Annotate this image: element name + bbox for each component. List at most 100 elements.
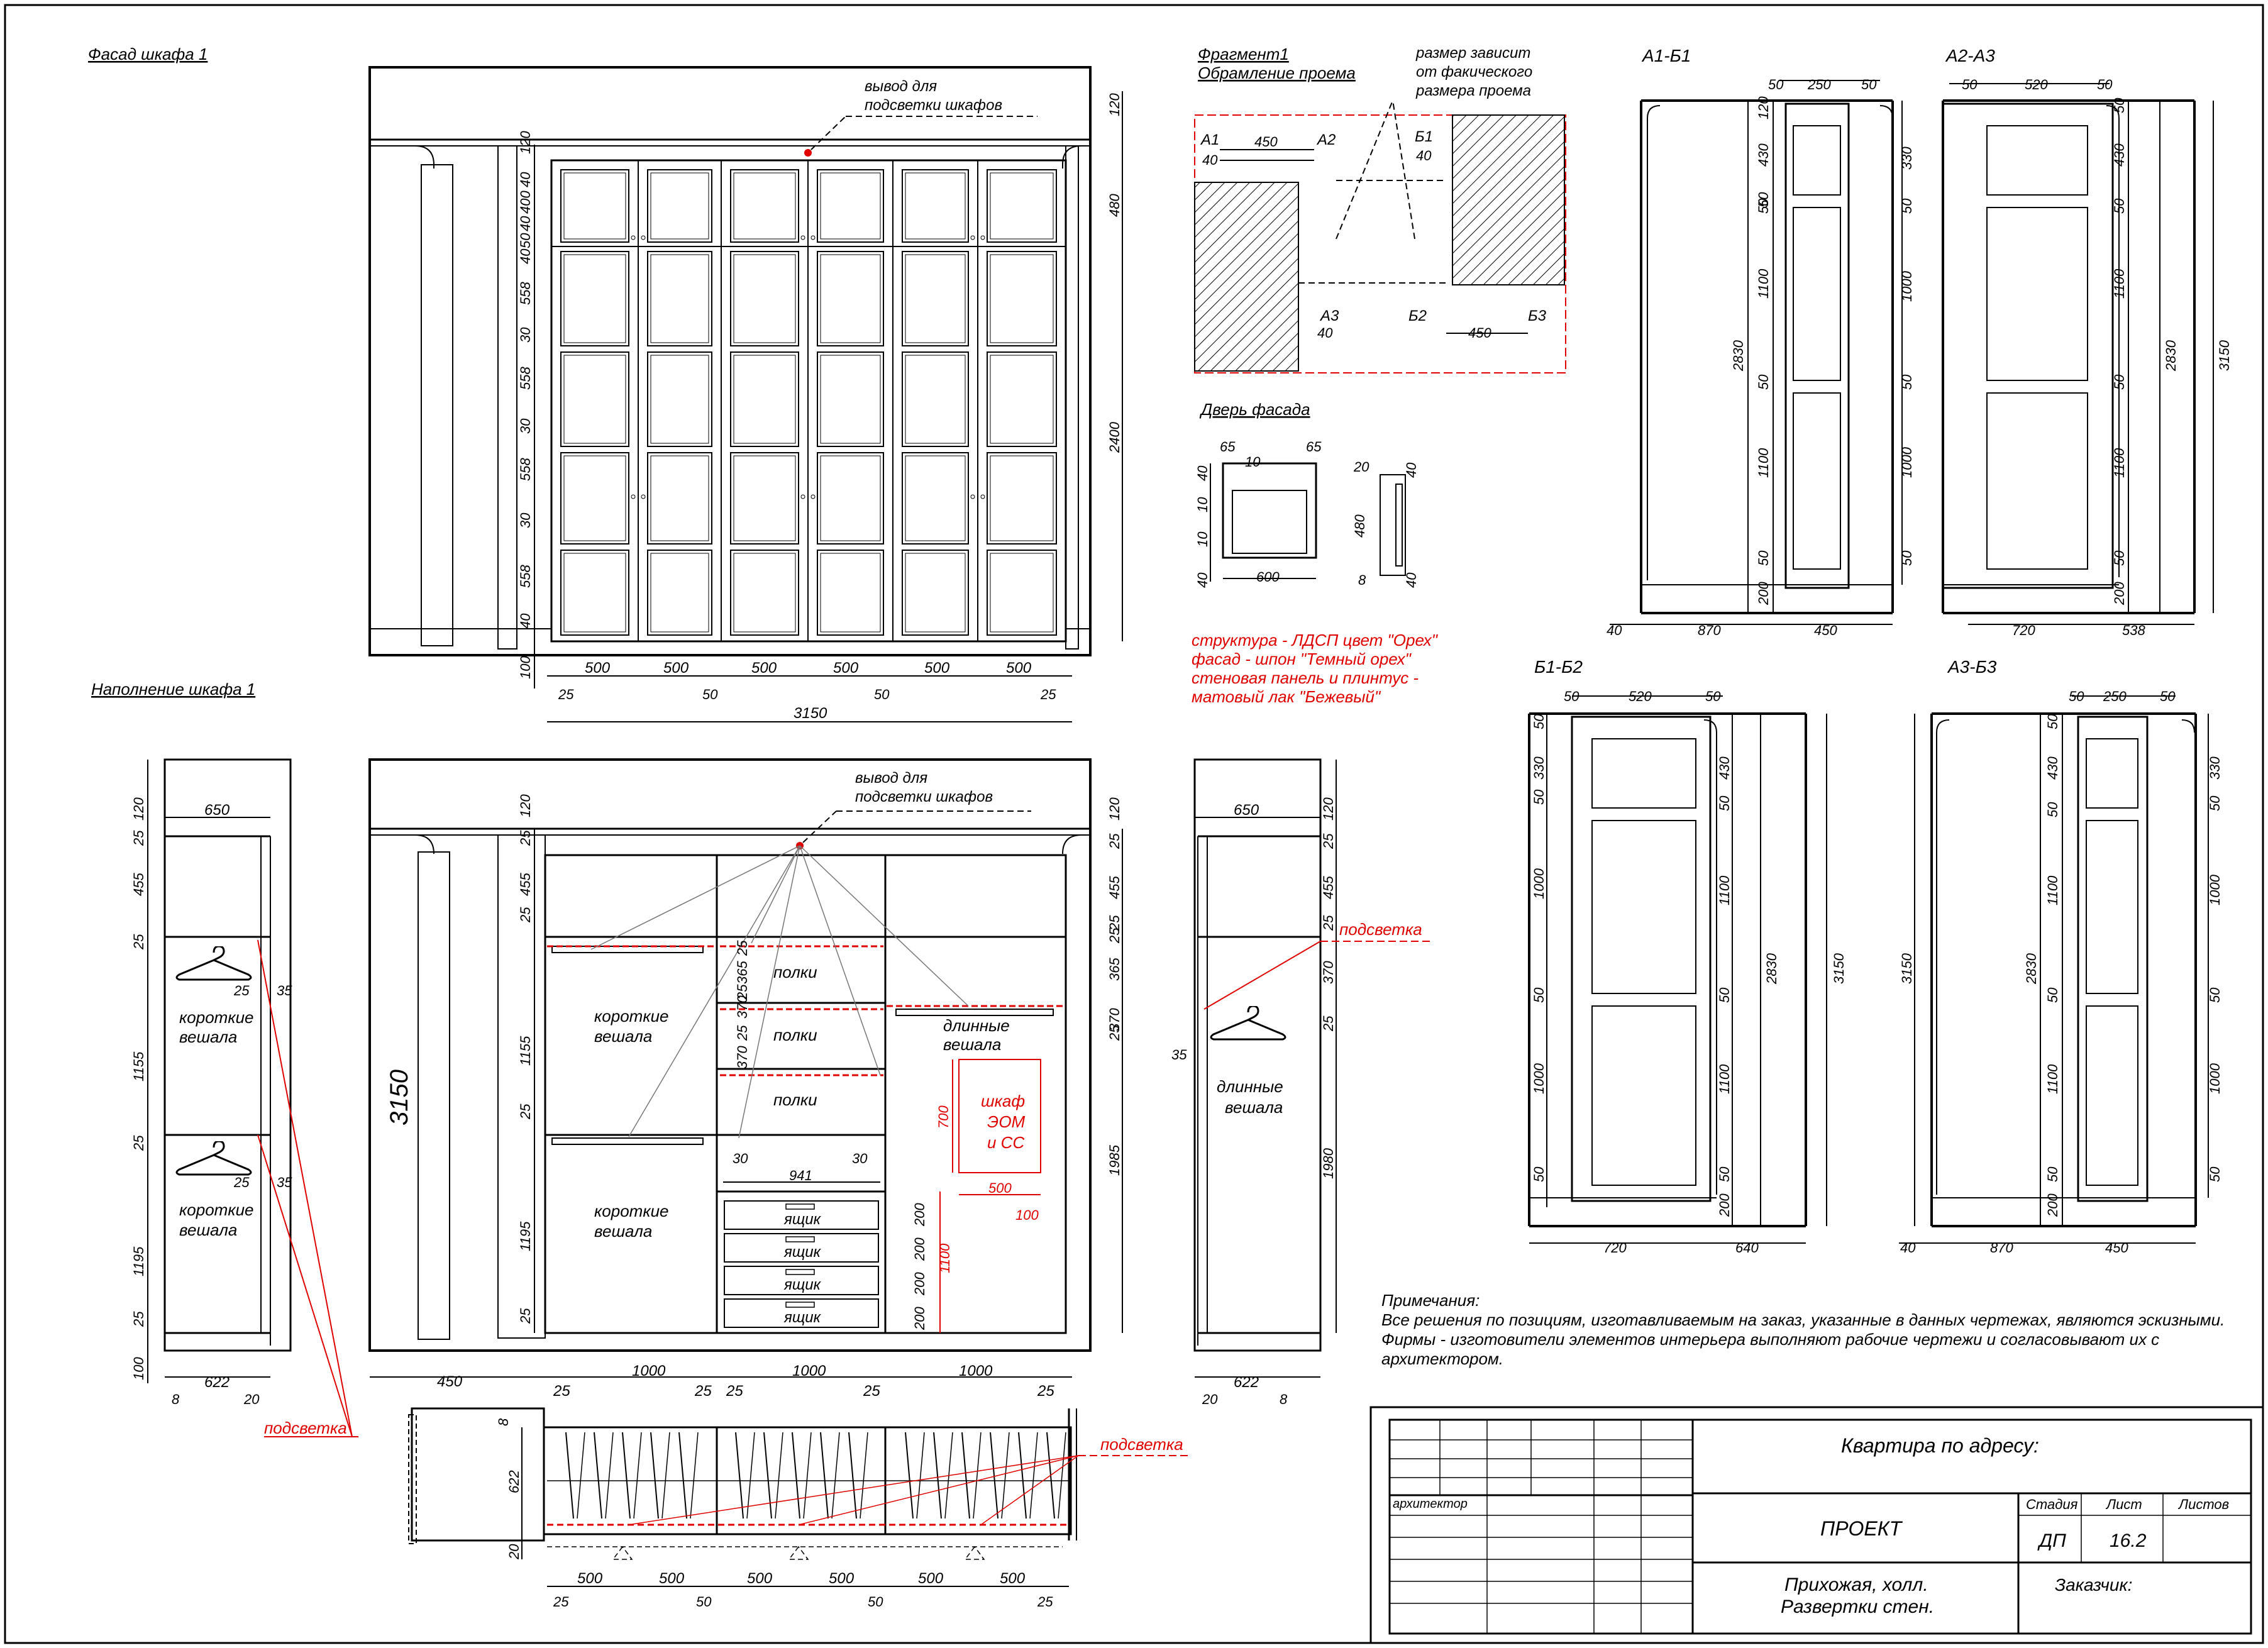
plan-small-20: 20 [506,1544,522,1560]
frag-dim-40a: 40 [1202,152,1218,168]
facade-dim-l-7: 30 [517,327,533,343]
tb-sheet-value: 16.2 [2110,1530,2147,1551]
fragment-drawing: Фрагмент1 Обрамление проема размер завис… [1194,45,1566,373]
filling-dim-r-6: 370 [1107,1008,1122,1031]
facade-drawing: Фасад шкафа 1 вывод для подсветки шкафов… [88,45,1123,722]
a1b1-h-0: 120 [1756,96,1771,119]
tb-sheets-header: Листов [2177,1496,2229,1512]
a1b1-r-4: 1000 [1899,446,1915,478]
facade-small-25a: 25 [558,687,574,702]
filling-dim-l-5: 365 [734,961,750,984]
filling-dim-r-8: 1985 [1107,1144,1122,1176]
a3b3-h-1: 430 [2045,756,2061,780]
b1b2-r-3: 50 [1717,987,1732,1003]
facade-dim-l-0: 120 [517,131,533,154]
right-side-small-8: 8 [1280,1391,1288,1407]
frag-label-a1: А1 [1200,131,1219,148]
frag-dim-40c: 40 [1416,148,1432,163]
b1b2-r-4: 1100 [1717,1064,1732,1094]
view-a3b3-title: А3-Б3 [1947,657,1997,677]
left-side-label-upper-2: вешала [179,1027,237,1046]
a2a3-top-520: 520 [2025,77,2048,92]
tb-architect: архитектор [1393,1497,1468,1511]
b1b2-h-4: 50 [1531,987,1547,1003]
facade-total-width: 3150 [794,705,827,722]
a3b3-bottom-450: 450 [2105,1240,2128,1256]
plan-width-0: 500 [577,1570,603,1587]
b1b2-top-50a: 50 [1564,689,1579,704]
notes-line-2: Фирмы - изготовители элементов интерьера… [1381,1330,2159,1349]
a3b3-total: 2830 [2023,953,2039,985]
left-side-dim-3: 25 [131,934,147,950]
a2a3-total: 2830 [2163,340,2179,372]
filling-dim-r-2: 455 [1107,876,1122,899]
door-detail: Дверь фасада 65 10 65 40 10 10 40 600 20… [1195,400,1419,588]
filling-height-3150: 3150 [385,1070,413,1125]
filling-dim-b-7: 25 [863,1383,880,1400]
materials-note: структура - ЛДСП цвет "Орех" фасад - шпо… [1192,631,1439,706]
left-hanger-dim-25b: 25 [233,1175,250,1190]
a1b1-h-1: 50 [1756,192,1771,207]
tb-stage-value: ДП [2037,1530,2066,1551]
a2a3-h-3: 1100 [2111,268,2127,299]
a1b1-h-2: 430 [1756,143,1771,167]
right-side-width-650: 650 [1234,802,1259,819]
facade-col-w-0: 500 [585,660,611,677]
right-side-small-20: 20 [1202,1391,1218,1407]
tb-customer: Заказчик: [2055,1575,2132,1595]
drawer-label-3: ящик [783,1309,822,1326]
filling-dim-l-3: 25 [517,907,533,923]
door-dim-20: 20 [1353,459,1369,475]
short-hangers-lower: короткие [594,1202,669,1220]
shelf-label-3: полки [773,1090,817,1109]
left-side-dim-4: 1155 [131,1051,147,1081]
filling-dim-b-8: 25 [1037,1383,1054,1400]
right-side-dim-4: 370 [1320,961,1336,984]
filling-dim-l-6: 25 [734,984,750,1000]
view-a1b1-title: А1-Б1 [1641,46,1691,65]
a1b1-r-0: 330 [1899,147,1915,170]
plan-small-50a: 50 [696,1594,712,1610]
a3b3-bottom-40: 40 [1900,1240,1916,1256]
filling-dim-r-7: 25 [1107,1025,1122,1041]
view-a3b3: А3-Б3 50 250 50 3150 2830 50430501100501… [1899,657,2223,1256]
left-side-dim-5: 25 [131,1135,147,1151]
frag-dim-40b: 40 [1317,325,1333,341]
a1b1-r-3: 50 [1899,374,1915,390]
drawer-label-1: ящик [783,1244,822,1261]
short-hangers-upper-2: вешала [594,1027,652,1046]
frag-dim-450a: 450 [1254,134,1278,150]
a1b1-r-5: 50 [1899,550,1915,566]
a3b3-top-50b: 50 [2160,689,2176,704]
a1b1-top-250: 250 [1807,77,1831,92]
door-dim-10b: 10 [1195,531,1210,547]
door-dim-10a: 10 [1195,497,1210,512]
left-side-small-20: 20 [243,1391,260,1407]
tb-drawing-1: Прихожая, холл. [1784,1574,1928,1595]
material-line-2: фасад - шпон "Темный орех" [1192,650,1412,668]
plan-width-2: 500 [747,1570,773,1587]
cabinet-label-1: шкаф [981,1092,1025,1110]
a3b3-h-3: 1100 [2045,875,2061,905]
filling-dim-l-9: 370 [734,1046,750,1069]
filling-dim-l-2: 455 [517,873,533,896]
filling-dim-b-2: 1000 [792,1363,826,1380]
a3b3-r-1: 50 [2207,795,2223,811]
filling-dim-l-8: 25 [734,1025,750,1041]
facade-dim-l-13: 40 [517,613,533,629]
inner-dim-200c: 200 [912,1272,927,1296]
door-dim-10: 10 [1245,454,1261,470]
b1b2-r-0: 430 [1717,756,1732,780]
a1b1-h-4: 1100 [1756,268,1771,299]
fragment-note-2: от факического [1416,64,1532,80]
cabinet-dim-1100: 1100 [937,1243,953,1273]
door-dim-600: 600 [1256,569,1280,585]
a1b1-bottom-870: 870 [1698,622,1721,638]
a1b1-top-50a: 50 [1768,77,1784,92]
plan-width-1: 500 [659,1570,685,1587]
